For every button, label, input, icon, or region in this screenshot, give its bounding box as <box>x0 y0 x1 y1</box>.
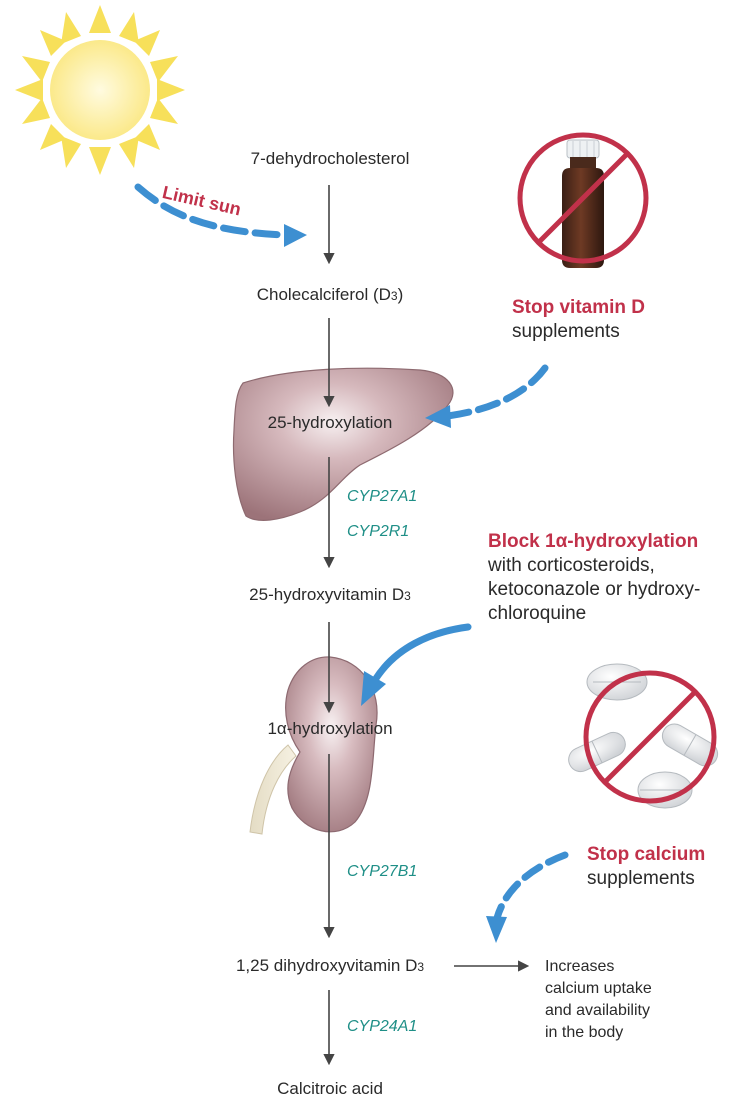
pathway-step-125-dihydroxyvitamin-d3: 1,25 dihydroxyvitamin D3 <box>235 956 425 975</box>
stop-calcium-note: Stop calcium supplements <box>587 844 706 889</box>
prohibition-sign-icon <box>583 670 717 804</box>
pathway-arrows <box>323 185 530 1066</box>
pathway-step-25-hydroxyvitamin-d3: 25-hydroxyvitamin D3 <box>249 585 411 604</box>
pathway-step-25-hydroxylation: 25-hydroxylation <box>267 413 393 432</box>
enzyme-label-cyp2r1: CYP2R1 <box>347 523 410 540</box>
limit-sun-arrow <box>134 183 307 247</box>
pathway-step-7-dehydrocholesterol: 7-dehydrocholesterol <box>250 149 410 168</box>
prohibition-sign-icon <box>517 132 649 264</box>
calcium-effect-note: Increases calcium uptake and availabilit… <box>545 958 652 1041</box>
stop-vitamin-d-note: Stop vitamin D supplements <box>512 297 646 342</box>
pathway-step-calcitroic-acid: Calcitroic acid <box>277 1079 383 1098</box>
block-hydroxylation-note: Block 1α-hydroxylation with corticostero… <box>488 531 701 624</box>
kidney-illustration <box>249 656 378 835</box>
enzyme-label-cyp24a1: CYP24A1 <box>347 1018 418 1035</box>
pathway-step-cholecalciferol: Cholecalciferol (D3) <box>256 285 404 304</box>
sun-icon <box>15 5 185 175</box>
calcium-block-arrow <box>486 851 569 943</box>
enzyme-label-cyp27b1: CYP27B1 <box>347 863 418 880</box>
vitamin-d-block-arrow <box>425 364 549 428</box>
pathway-step-1a-hydroxylation: 1α-hydroxylation <box>267 719 393 738</box>
enzyme-label-cyp27a1: CYP27A1 <box>347 488 418 505</box>
vitamin-d-bottle-icon <box>562 139 604 268</box>
liver-illustration <box>232 367 454 521</box>
hydroxylation-block-arrow <box>361 623 472 706</box>
